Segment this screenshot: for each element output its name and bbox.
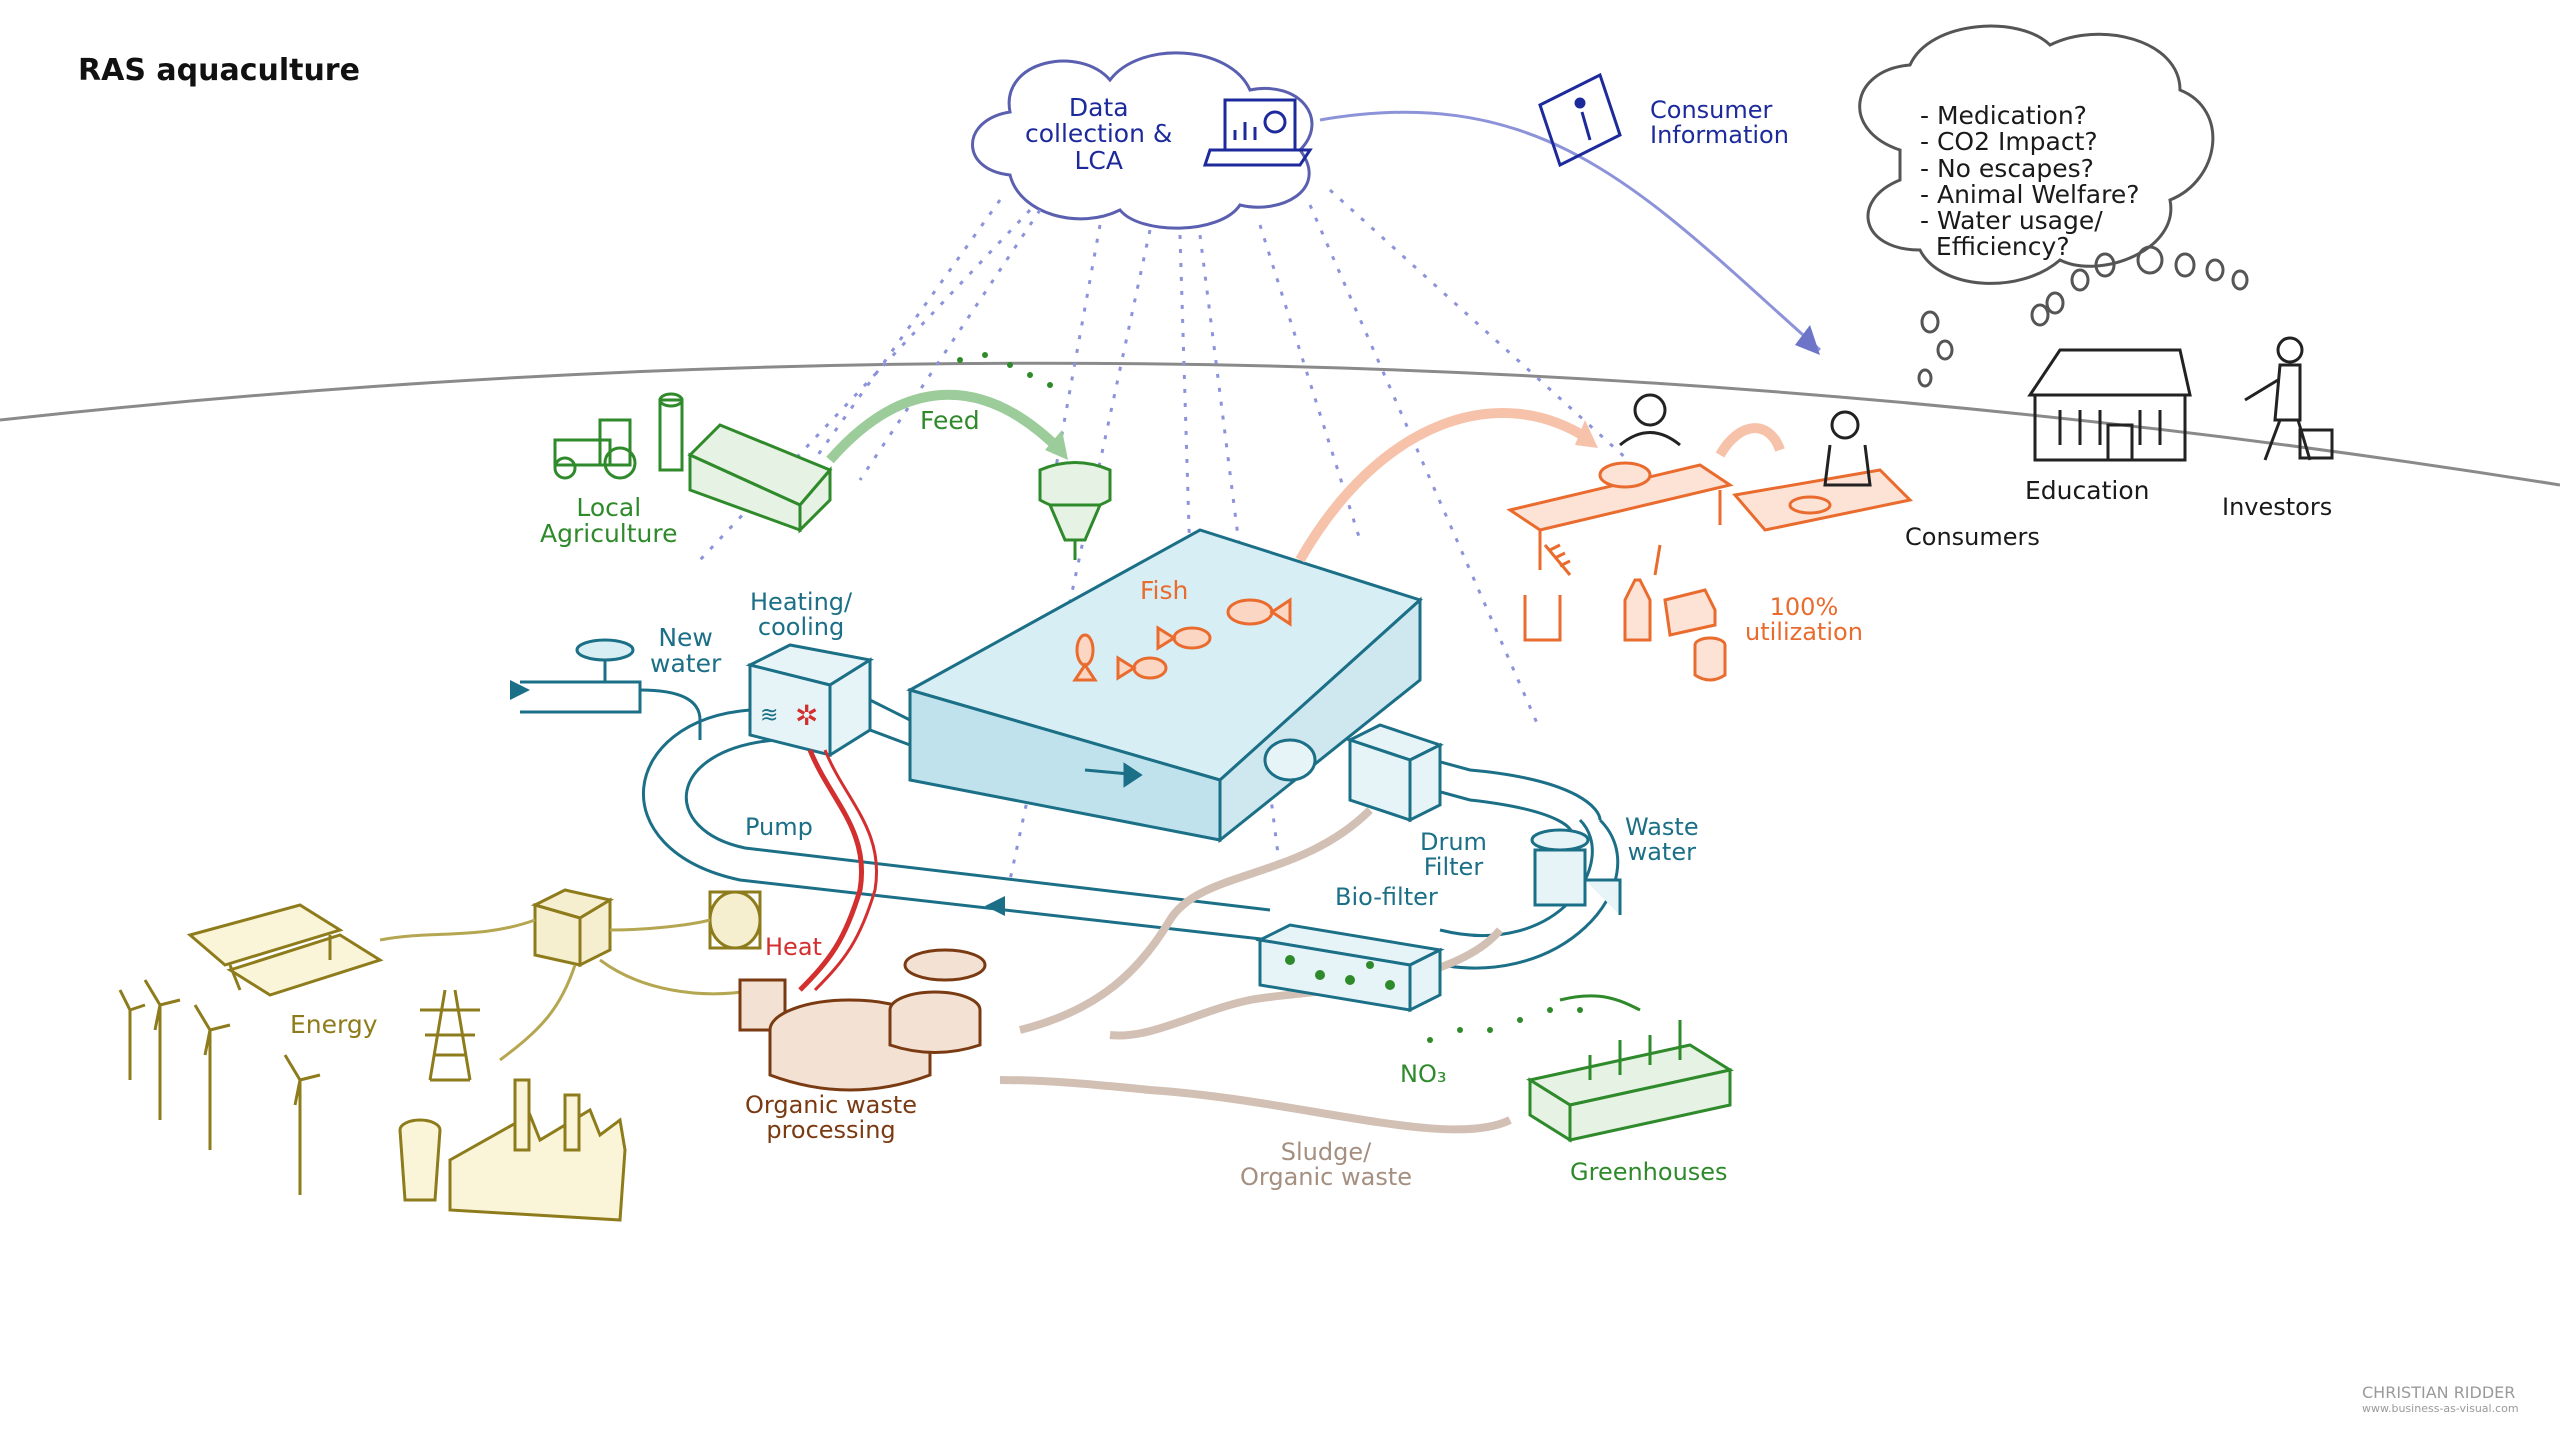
utilization-label: 100% utilization	[1745, 593, 1863, 647]
investors-label: Investors	[2222, 493, 2333, 521]
factory-icon	[398, 1078, 627, 1222]
sludge-label: Sludge/ Organic waste	[1240, 1138, 1412, 1192]
energy-box-icon	[530, 888, 614, 968]
laptop-chart-icon	[1202, 98, 1313, 167]
heat-waves-icon: ≋	[760, 703, 778, 728]
power-pylon-icon	[420, 989, 480, 1082]
bio-filter-label: Bio-filter	[1335, 883, 1438, 911]
fish-icon	[1072, 597, 1292, 682]
education-label: Education	[2025, 476, 2150, 505]
consumer-info-arrow	[1319, 110, 1821, 352]
new-water-label: New water	[650, 623, 722, 679]
heat-label: Heat	[765, 933, 822, 961]
heater-icon	[745, 643, 875, 758]
tractor-icon	[553, 418, 637, 480]
investor-person-icon	[2244, 336, 2334, 461]
credit-url: www.business-as-visual.com	[2362, 1402, 2519, 1415]
fish-label: Fish	[1140, 576, 1189, 605]
pump-label: Pump	[745, 813, 813, 841]
credit-name: CHRISTIAN RIDDER	[2362, 1383, 2516, 1402]
plate-table-icon	[1732, 468, 1914, 532]
data-collection-label: Data collection & LCA	[1025, 93, 1173, 175]
energy-lines	[379, 918, 756, 1062]
greenhouse-plant-icon	[1526, 1020, 1734, 1143]
snowflake-icon: ✲	[795, 699, 818, 732]
concerns-list: - Medication? - CO2 Impact? - No escapes…	[1920, 101, 2140, 262]
consumer-information-label: Consumer Information	[1650, 96, 1789, 150]
worker-icon	[1619, 393, 1681, 447]
diner-icon	[1823, 410, 1872, 487]
organic-waste-processing-label: Organic waste processing	[745, 1091, 917, 1145]
feeder-icon	[1038, 461, 1112, 560]
thought-cloud-icon	[1858, 24, 2249, 388]
page-title: RAS aquaculture	[78, 53, 360, 88]
pump-icon	[708, 890, 762, 950]
feed-pellets	[957, 352, 1053, 388]
no3-label: NO₃	[1400, 1060, 1447, 1088]
valve-icon	[575, 638, 635, 682]
inlet-arrow	[510, 680, 530, 700]
data-cloud-icon	[971, 51, 1314, 230]
drum-filter-icon	[1263, 723, 1444, 823]
tank-icon	[906, 528, 1423, 844]
flow-arrow	[985, 896, 1005, 916]
conveyor-belt-icon	[1506, 461, 1734, 570]
waste-water-label: Waste water	[1625, 813, 1699, 867]
product-icons	[1623, 578, 1727, 682]
wind-turbine-icon	[118, 979, 321, 1195]
drum-filter-label: Drum Filter	[1420, 828, 1487, 882]
consumers-label: Consumers	[1905, 523, 2040, 551]
biofilter-media	[1285, 955, 1395, 990]
heat-pipe	[798, 749, 864, 992]
horizon-line	[0, 361, 2560, 487]
barn-icon	[687, 423, 833, 534]
energy-label: Energy	[290, 1010, 378, 1039]
nitrate-dots	[1427, 1007, 1583, 1043]
biogas-digester-icon	[738, 948, 987, 1092]
feed-label: Feed	[920, 406, 980, 435]
biofilter-icon	[1255, 923, 1445, 1013]
fish-skeleton-icon	[1523, 543, 1572, 642]
heating-cooling-label: Heating/ cooling	[750, 588, 853, 642]
solar-panel-icon	[186, 903, 384, 997]
greenhouses-label: Greenhouses	[1570, 1158, 1728, 1186]
silo-icon	[658, 392, 684, 472]
info-sign-icon	[1538, 72, 1622, 168]
feed-arrow	[826, 389, 1064, 464]
local-agriculture-label: Local Agriculture	[540, 493, 678, 549]
school-building-icon	[2027, 348, 2192, 462]
processing-arrow	[1295, 408, 1593, 563]
outlet-valve-icon	[1530, 828, 1622, 915]
